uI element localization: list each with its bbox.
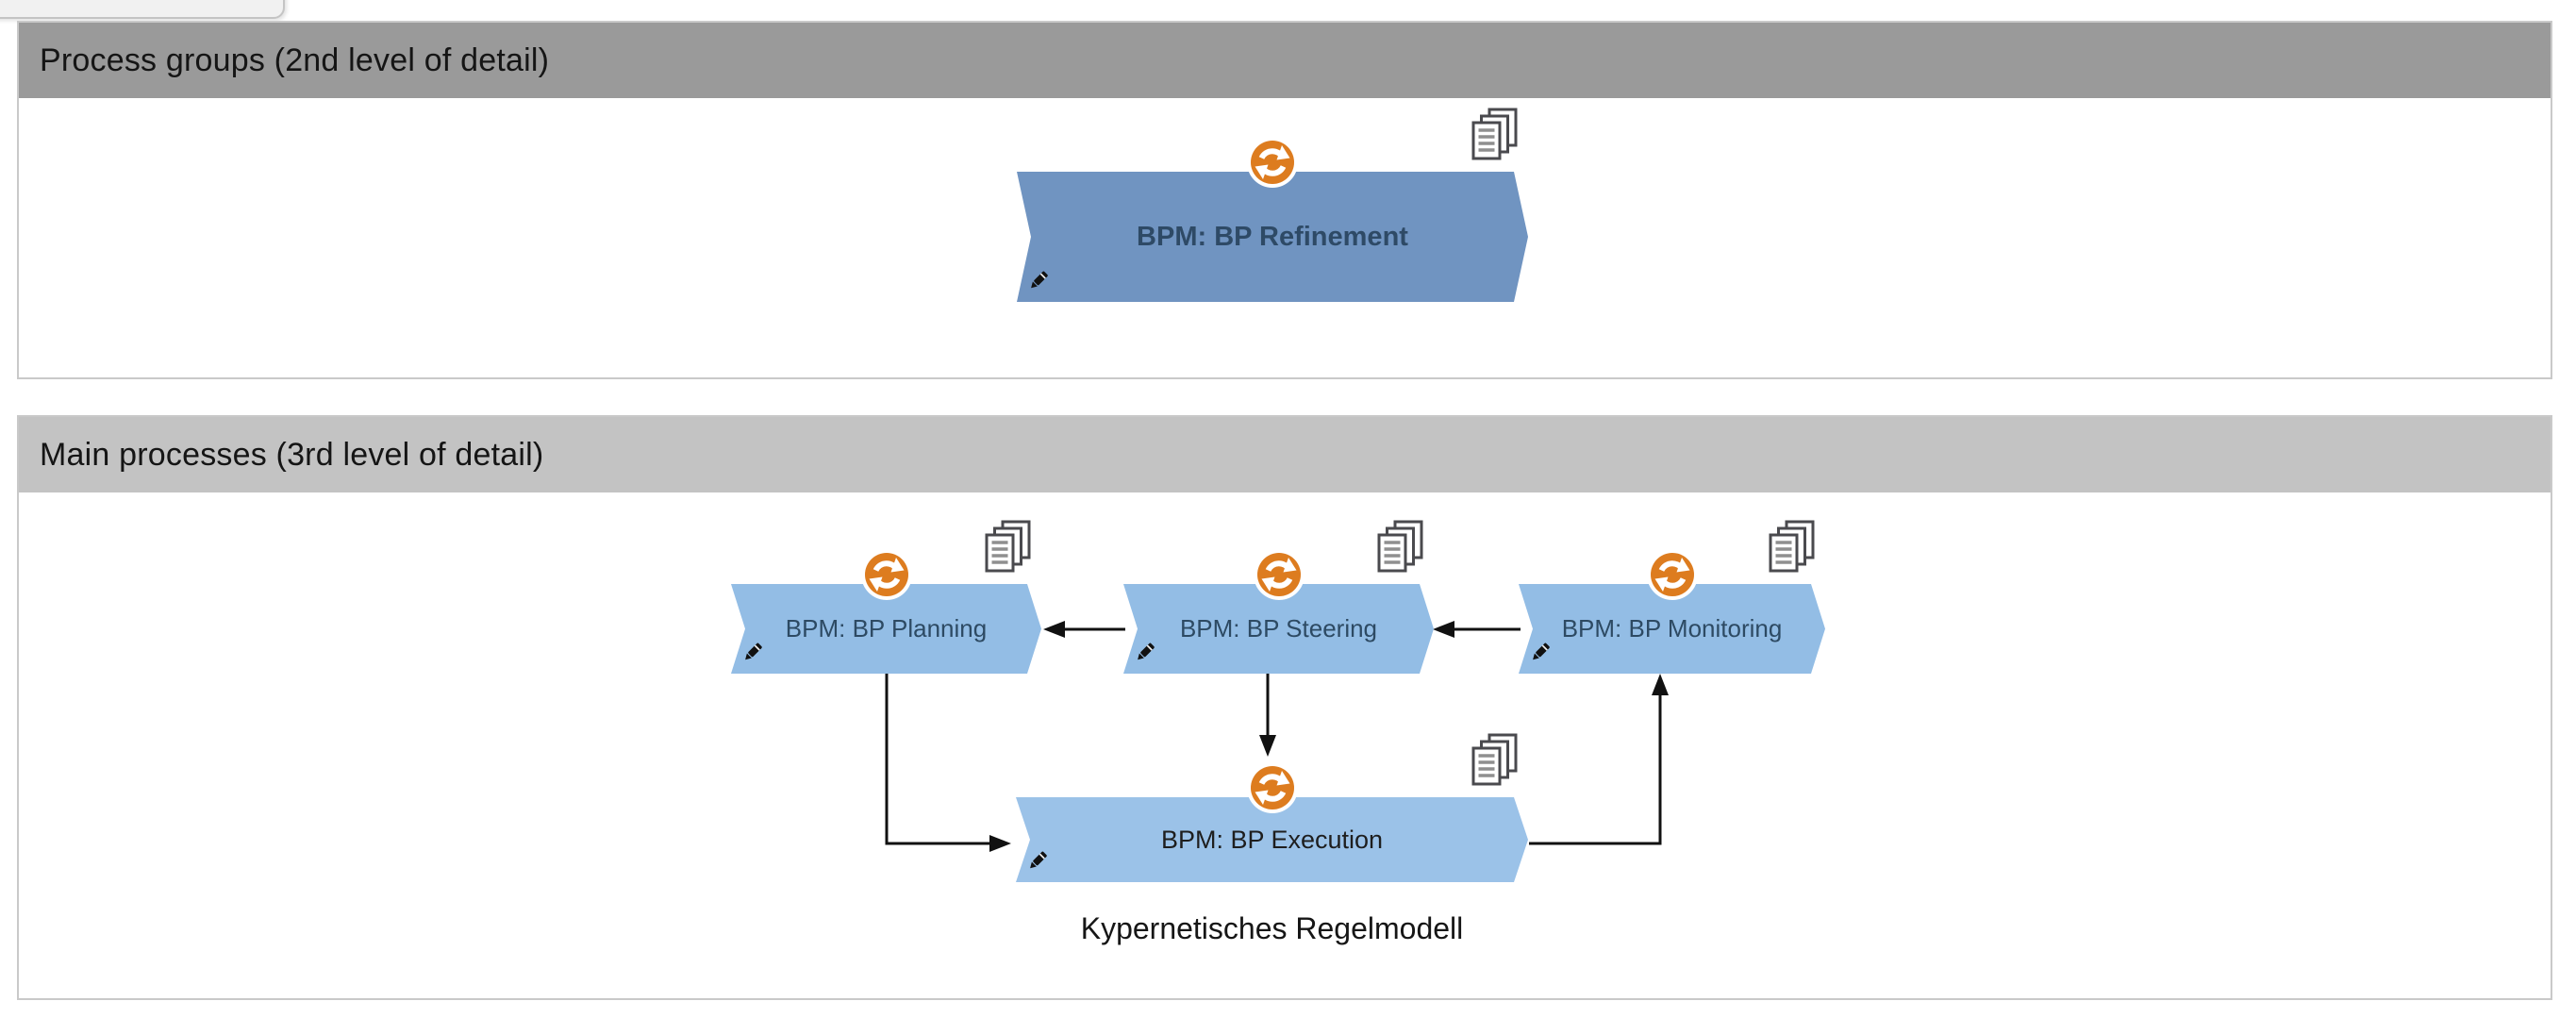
diagram-caption: Kypernetisches Regelmodell [1080,911,1464,945]
sync-icon[interactable] [1246,761,1299,814]
panel-process-groups-header: Process groups (2nd level of detail) [19,23,2551,98]
process-label-bp-monitoring: BPM: BP Monitoring [1561,614,1783,643]
pencil-edit-icon[interactable] [1026,268,1051,292]
pencil-edit-icon[interactable] [1528,640,1553,664]
panel-main-processes: Main processes (3rd level of detail) [17,415,2552,1000]
sync-icon[interactable] [1646,548,1699,601]
pencil-edit-icon[interactable] [1025,848,1050,873]
sync-icon[interactable] [1253,548,1305,601]
process-label-bp-refinement: BPM: BP Refinement [1137,221,1408,252]
panel-main-processes-title: Main processes (3rd level of detail) [40,436,544,473]
panel-main-processes-header: Main processes (3rd level of detail) [19,417,2551,492]
panel-process-groups: Process groups (2nd level of detail) [17,21,2552,379]
process-shape-bp-refinement[interactable]: BPM: BP Refinement [1017,172,1528,302]
process-label-bp-planning: BPM: BP Planning [785,614,988,643]
process-shape-bp-planning[interactable]: BPM: BP Planning [731,584,1041,674]
documents-icon[interactable] [1375,520,1424,575]
process-label-bp-execution: BPM: BP Execution [1160,825,1384,854]
pencil-edit-icon[interactable] [740,640,765,664]
sync-icon[interactable] [860,548,913,601]
sync-icon[interactable] [1246,136,1299,189]
pencil-edit-icon[interactable] [1133,640,1157,664]
documents-icon[interactable] [1470,108,1519,162]
documents-icon[interactable] [1767,520,1816,575]
tooltip-fragment: py p [0,0,285,19]
documents-icon[interactable] [1470,733,1519,788]
panel-process-groups-title: Process groups (2nd level of detail) [40,42,550,78]
documents-icon[interactable] [983,520,1032,575]
process-label-bp-steering: BPM: BP Steering [1179,614,1378,643]
